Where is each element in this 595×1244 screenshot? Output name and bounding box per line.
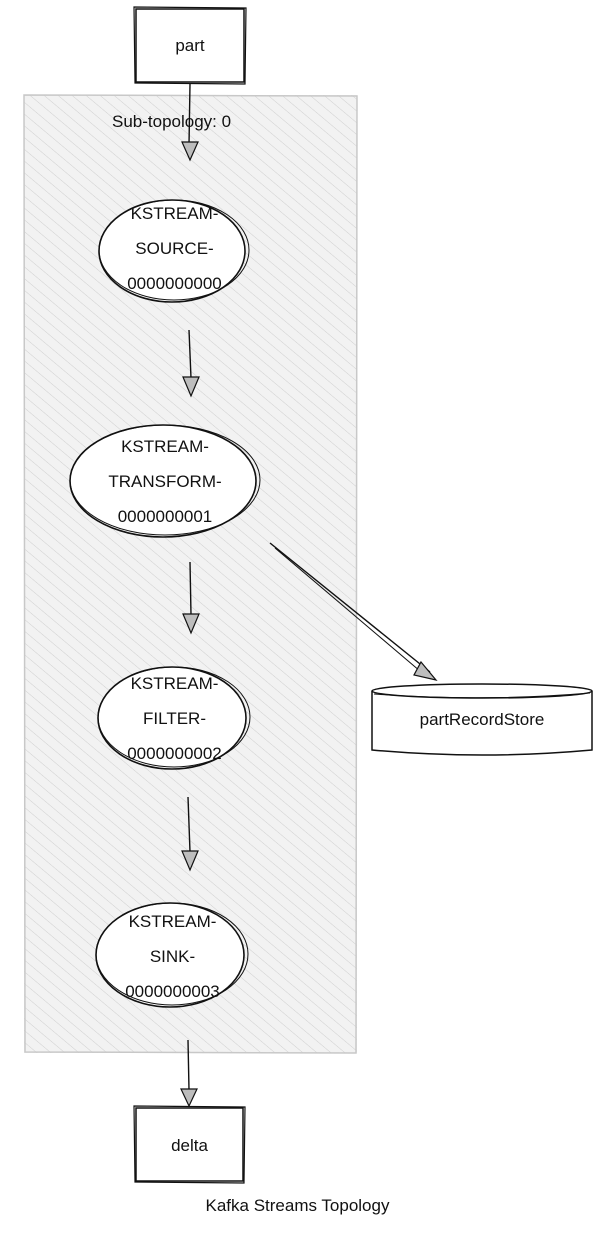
node-filter-ellipse — [97, 666, 251, 770]
arrow-source-to-transform — [182, 329, 200, 398]
diagram-caption: Kafka Streams Topology — [205, 1196, 390, 1215]
store-label: partRecordStore — [419, 710, 545, 729]
state-store-cylinder — [371, 683, 593, 756]
topic-label-delta: delta — [171, 1136, 208, 1155]
node-source-label: KSTREAM- SOURCE- 0000000000 — [127, 204, 222, 293]
arrow-filter-to-sink — [181, 796, 199, 872]
arrow-transform-to-filter — [182, 561, 200, 635]
node-source-ellipse — [98, 199, 250, 303]
subtopology-label: Sub-topology: 0 — [112, 112, 232, 131]
node-sink-label: KSTREAM- SINK- 0000000003 — [125, 912, 220, 1001]
node-transform-ellipse — [69, 424, 261, 538]
topic-box-part — [133, 6, 247, 85]
node-transform-label: KSTREAM- TRANSFORM- 0000000001 — [108, 437, 222, 526]
arrow-sink-to-delta — [180, 1039, 198, 1108]
node-filter-label: KSTREAM- FILTER- 0000000002 — [127, 674, 222, 763]
topic-box-delta — [133, 1105, 246, 1184]
arrow-part-to-source — [181, 83, 199, 162]
topic-label-part: part — [175, 36, 205, 55]
node-sink-ellipse — [95, 902, 249, 1008]
arrow-transform-to-store — [269, 542, 438, 681]
